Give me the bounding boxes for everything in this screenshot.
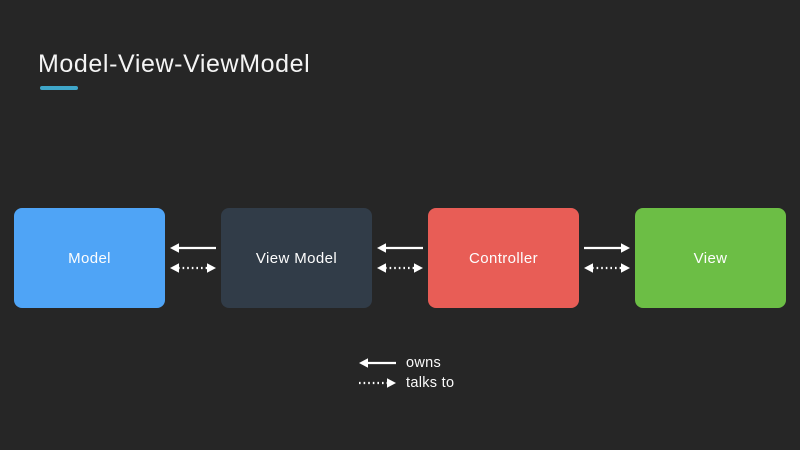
legend: owns talks to [356, 353, 454, 392]
view-box: View [635, 208, 786, 308]
talks-to-arrow-icon [170, 262, 216, 274]
owns-arrow-icon [584, 242, 630, 254]
legend-owns-arrow-cell [356, 357, 396, 369]
controller-box-label: Controller [468, 249, 539, 267]
legend-talks-to-label: talks to [406, 374, 455, 391]
owns-arrow-icon [377, 242, 423, 254]
viewmodel-box: View Model [221, 208, 372, 308]
title-underline [40, 86, 78, 90]
talks-to-arrow-icon [359, 377, 396, 389]
viewmodel-box-label: View Model [255, 249, 338, 267]
connector-model-viewmodel [165, 208, 221, 308]
owns-arrow-icon [170, 242, 216, 254]
legend-owns-label: owns [406, 354, 442, 371]
page-title: Model-View-ViewModel [38, 50, 311, 78]
talks-to-arrow-icon [584, 262, 630, 274]
legend-talks-to-row: talks to [356, 373, 454, 392]
talks-to-arrow-icon [377, 262, 423, 274]
legend-owns-row: owns [356, 353, 454, 372]
view-box-label: View [693, 249, 728, 267]
legend-talks-to-arrow-cell [356, 377, 396, 389]
model-box-label: Model [68, 249, 111, 267]
owns-arrow-icon [359, 357, 396, 369]
model-box: Model [14, 208, 165, 308]
controller-box: Controller [428, 208, 579, 308]
connector-controller-view [579, 208, 635, 308]
connector-viewmodel-controller [372, 208, 428, 308]
mvvm-diagram: Model View Model Controller View [0, 208, 800, 308]
